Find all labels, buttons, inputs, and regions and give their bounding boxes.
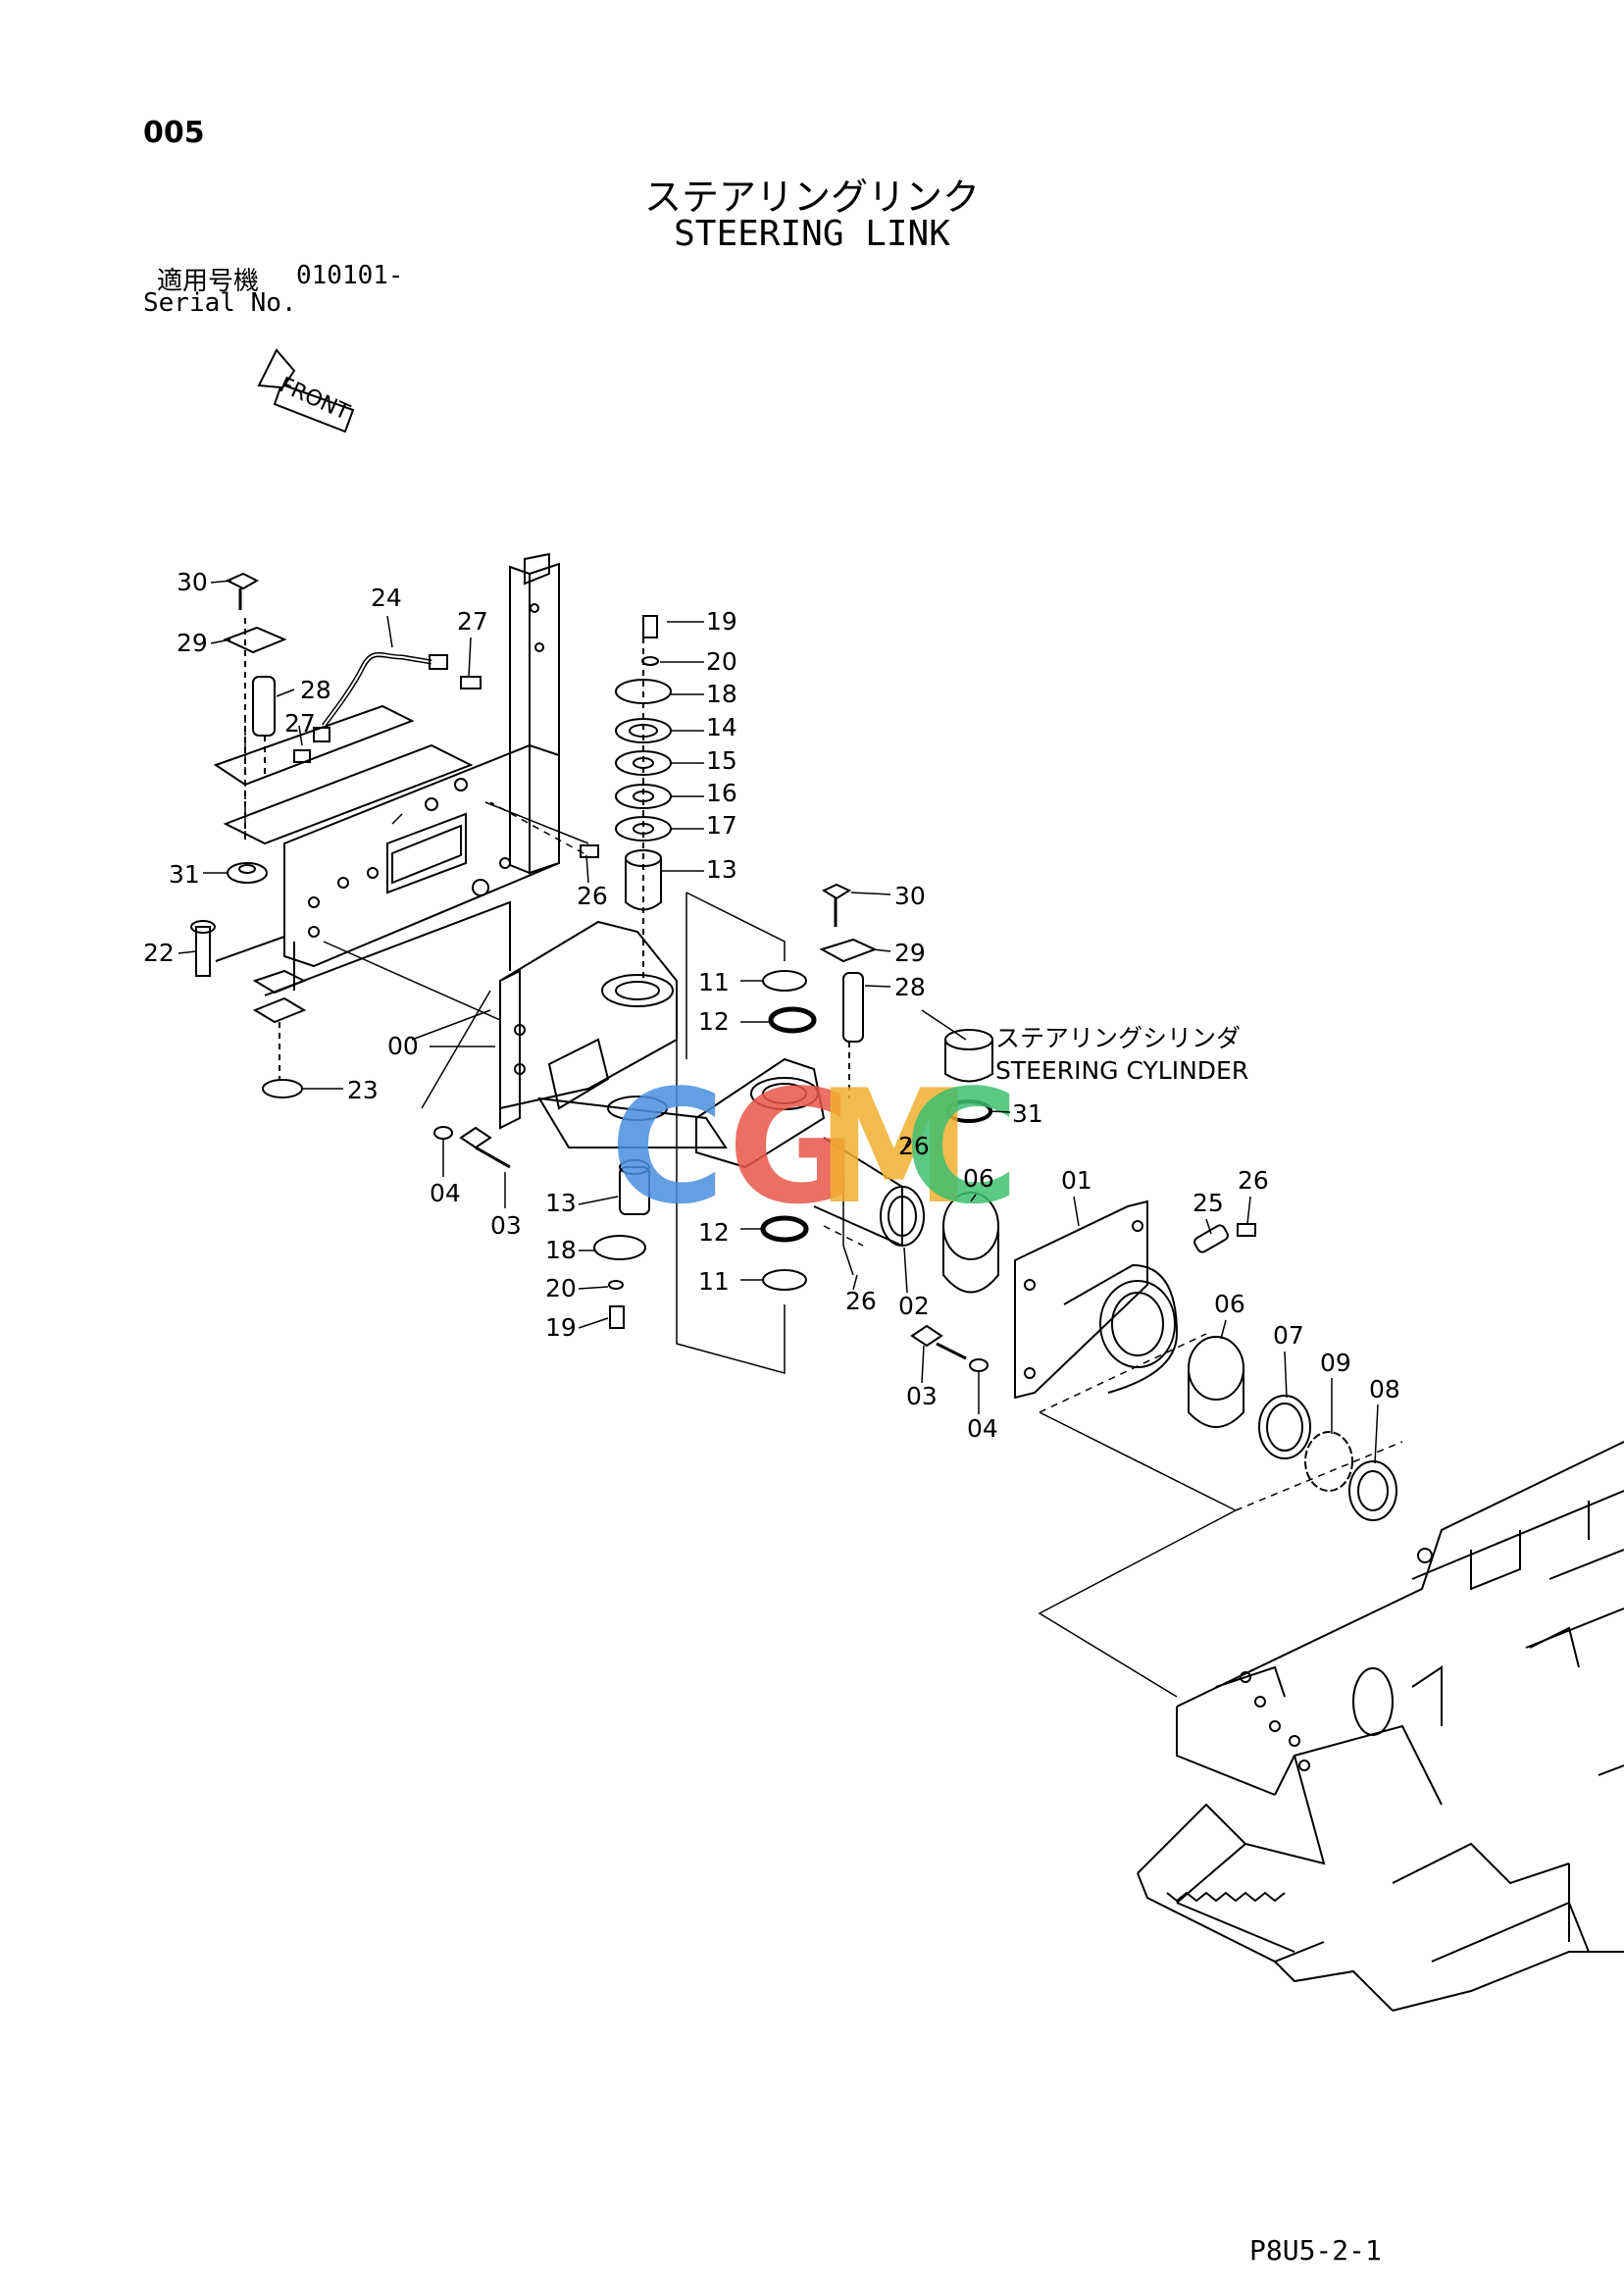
steering-cylinder-label-en: STEERING CYLINDER (995, 1056, 1248, 1085)
watermark-letter-2: G (728, 1055, 856, 1239)
page-number: 005 (143, 116, 205, 150)
pin-22-part (190, 920, 216, 977)
callout-02: 02 (898, 1292, 930, 1320)
bracket-23-part (252, 969, 307, 1098)
dashed-lines (244, 716, 1403, 1511)
lock-washer-09 (1304, 1431, 1353, 1492)
callout-23: 23 (347, 1076, 379, 1104)
washer-04a (433, 1126, 453, 1140)
callout-22: 22 (143, 939, 175, 967)
callout-17: 17 (706, 811, 737, 840)
callout-29-right: 29 (894, 939, 926, 967)
bolt-03a (459, 1126, 511, 1169)
page-title-en: STEERING LINK (674, 214, 950, 254)
callout-13-bottom: 13 (545, 1189, 577, 1217)
callout-04-right: 04 (967, 1414, 998, 1443)
callout-15: 15 (706, 746, 737, 775)
ring-07 (1258, 1395, 1311, 1459)
callout-03-left: 03 (490, 1211, 522, 1240)
vehicle-frame-part (1137, 1441, 1624, 2012)
callout-13-top: 13 (706, 855, 737, 884)
oring-11b (762, 1269, 807, 1291)
callout-31-right: 31 (1012, 1099, 1043, 1128)
oring-11a (762, 970, 807, 992)
front-arrow-icon: FRONT (257, 348, 355, 434)
hydraulic-hose-part (313, 652, 448, 742)
bushing-25 (1193, 1224, 1229, 1253)
callout-19-top: 19 (706, 607, 737, 636)
callout-26-right: 26 (1238, 1166, 1269, 1195)
callout-26-center: 26 (898, 1132, 930, 1160)
callout-08: 08 (1369, 1375, 1400, 1403)
callout-18-top: 18 (706, 680, 737, 708)
watermark-letter-3: M (816, 1055, 972, 1239)
callout-28-right: 28 (894, 973, 926, 1001)
callout-11-bottom: 11 (698, 1267, 730, 1296)
serial-value: 010101- (296, 261, 404, 290)
grease-fitting-27b (293, 749, 311, 763)
callout-30-right: 30 (894, 882, 926, 910)
callout-25: 25 (1193, 1189, 1224, 1217)
seal-12a (768, 1006, 817, 1034)
washer-04b (969, 1358, 989, 1372)
callout-00: 00 (387, 1032, 419, 1060)
main-frame-part (213, 552, 560, 996)
callout-27-top: 27 (457, 607, 488, 636)
callout-07: 07 (1273, 1321, 1304, 1350)
callout-31-left: 31 (169, 860, 200, 889)
callout-14: 14 (706, 713, 737, 741)
callout-26-lower: 26 (845, 1287, 877, 1315)
grease-fitting-26a (580, 844, 599, 858)
pivot-housing-02 (695, 1057, 925, 1248)
callout-20-bottom: 20 (545, 1274, 577, 1302)
callout-01: 01 (1061, 1166, 1092, 1195)
grease-fitting-27a (460, 676, 482, 689)
footer-code: P8U5-2-1 (1249, 2234, 1382, 2267)
bolt-03b (910, 1324, 967, 1360)
callout-11-top: 11 (698, 968, 730, 996)
callout-28-left: 28 (300, 676, 331, 704)
callout-29-left: 29 (177, 629, 208, 657)
callout-24: 24 (371, 584, 402, 612)
leader-lines (323, 801, 1237, 1698)
grease-fitting-26d (1237, 1223, 1256, 1237)
callout-06-right: 06 (1214, 1290, 1245, 1318)
left-pin-stack (223, 572, 287, 843)
upper-pin-stack (615, 615, 672, 981)
callout-03-right: 03 (906, 1382, 938, 1410)
callout-labels: 30 29 28 27 24 27 31 22 23 26 00 19 20 1… (143, 568, 1400, 1443)
callout-leaders (178, 580, 1379, 1464)
callout-26-frame: 26 (577, 882, 608, 910)
callout-12-bottom: 12 (698, 1218, 730, 1247)
bracket-01-part (1014, 1199, 1179, 1400)
callout-19-bottom: 19 (545, 1313, 577, 1342)
serial-label-en: Serial No. (143, 288, 297, 318)
callout-12-top: 12 (698, 1007, 730, 1036)
bushing-06a (942, 1192, 999, 1294)
callout-04-left: 04 (430, 1179, 461, 1207)
serial-label-jp: 適用号機 (157, 267, 260, 296)
callout-16: 16 (706, 779, 737, 807)
nut-08 (1348, 1460, 1397, 1521)
lower-pin-stack (593, 1159, 650, 1329)
callout-09: 09 (1320, 1349, 1351, 1377)
watermark-letter-1: C (610, 1055, 725, 1239)
bushing-06b (1188, 1336, 1244, 1428)
watermark-letter-4: C (904, 1055, 1019, 1239)
steering-link-part (499, 920, 728, 1148)
callout-06-left: 06 (963, 1164, 994, 1193)
callout-18-bottom: 18 (545, 1236, 577, 1264)
callout-20-top: 20 (706, 647, 737, 676)
watermark-logo: C G M C (610, 1055, 1019, 1239)
callout-30-left: 30 (177, 568, 208, 596)
steering-cylinder-label-jp: ステアリングシリンダ (995, 1024, 1241, 1052)
page-title-jp: ステアリングリンク (643, 176, 980, 219)
